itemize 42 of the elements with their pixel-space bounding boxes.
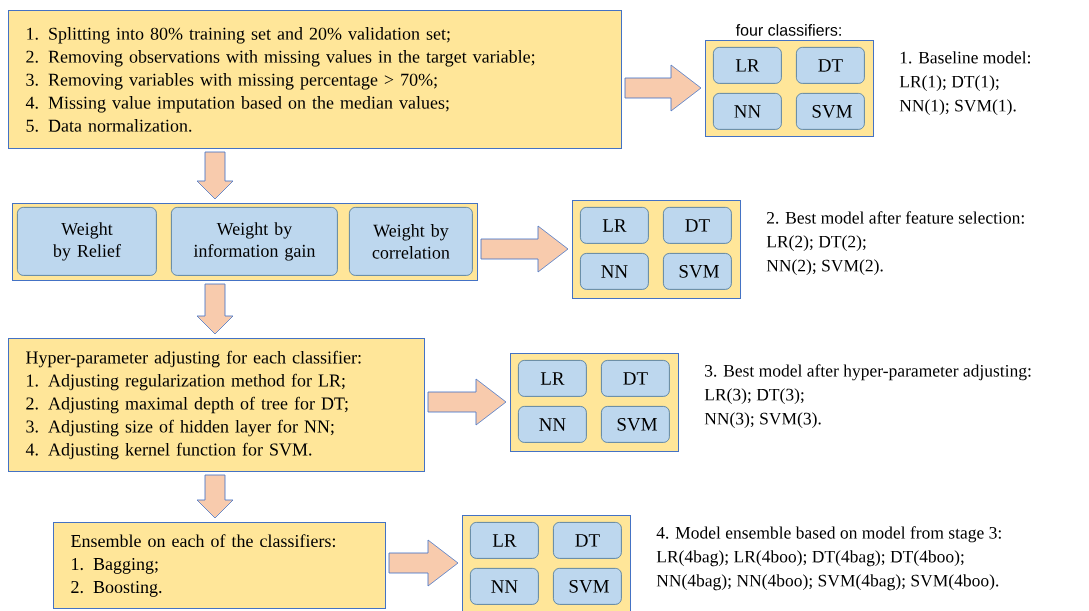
classifier-box: LR <box>470 522 539 559</box>
model-caption: NN(1); SVM(1). <box>899 99 1016 116</box>
classifier-box: NN <box>580 253 649 290</box>
classifier-box: DT <box>553 522 622 559</box>
block-arrow <box>196 474 234 519</box>
model-caption: 4. Model ensemble based on model from stage 3: <box>656 526 1001 543</box>
classifier-box: SVM <box>601 406 670 443</box>
group-heading: four classifiers: <box>735 24 841 36</box>
classifier-box: NN <box>470 568 539 605</box>
classifier-box: NN <box>518 406 587 443</box>
weight-box: Weight by Relief <box>17 207 157 276</box>
model-caption: LR(1); DT(1); <box>899 75 999 92</box>
classifier-box: DT <box>796 47 865 84</box>
classifier-box: LR <box>518 360 587 397</box>
weight-box: Weight by correlation <box>349 207 473 276</box>
model-caption: LR(4bag); LR(4boo); DT(4bag); DT(4boo); <box>656 550 964 567</box>
classifier-box: SVM <box>663 253 732 290</box>
model-caption: NN(3); SVM(3). <box>704 412 821 429</box>
block-arrow <box>480 225 569 273</box>
step-box: Hyper-parameter adjusting for each classifier: 1. Adjusting regularization method for LR; 2. Adjusting maximal depth of tree for DT; 3. Adjusting size of hidden layer for NN; 4. Adjusting kernel function for SVM. <box>8 338 425 472</box>
classifier-box: DT <box>663 207 732 244</box>
model-caption: 3. Best model after hyper-parameter adjusting: <box>705 364 1031 381</box>
model-caption: LR(3); DT(3); <box>704 388 804 405</box>
classifier-box: SVM <box>796 93 865 130</box>
weight-box: Weight by information gain <box>171 207 338 276</box>
block-arrow <box>196 151 234 200</box>
model-caption: 1. Baseline model: <box>900 51 1030 64</box>
classifier-box: NN <box>713 93 782 130</box>
block-arrow <box>427 378 507 426</box>
step-box: 1. Splitting into 80% training set and 20% validation set; 2. Removing observations with missing values in the target variable; 3. Removing variables with missing percentage > 70%; 4. Missing value imputation based on the median values; 5. Data normalization. <box>8 10 622 149</box>
classifier-box: LR <box>580 207 649 244</box>
model-caption: NN(2); SVM(2). <box>766 259 883 276</box>
classifier-box: DT <box>601 360 670 397</box>
model-caption: NN(4bag); NN(4boo); SVM(4bag); SVM(4boo). <box>656 574 999 591</box>
step-box: Ensemble on each of the classifiers: 1. Bagging; 2. Boosting. <box>53 522 386 609</box>
model-caption: 2. Best model after feature selection: <box>767 211 1024 224</box>
model-caption: LR(2); DT(2); <box>766 235 866 252</box>
classifier-box: SVM <box>553 568 622 605</box>
block-arrow <box>624 64 702 112</box>
block-arrow <box>388 539 459 587</box>
block-arrow <box>196 283 234 335</box>
classifier-box: LR <box>713 47 782 84</box>
